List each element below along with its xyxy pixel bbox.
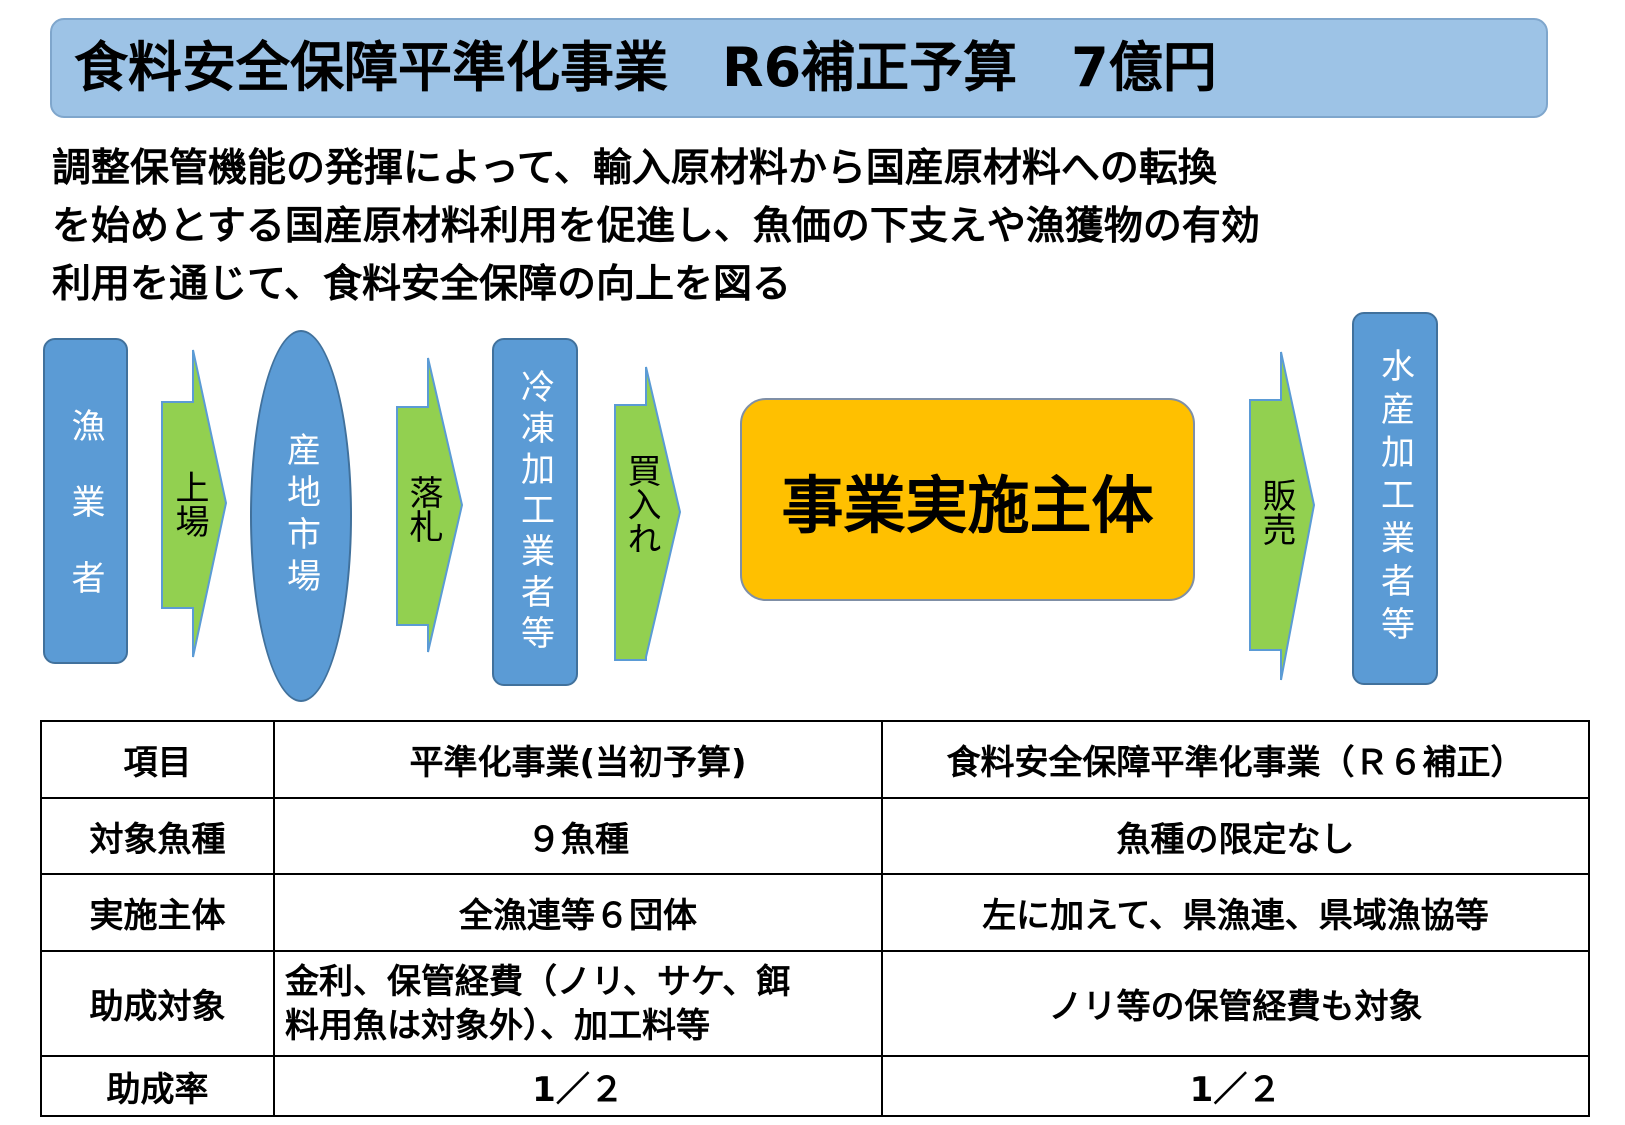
table-row: 対象魚種 ９魚種 魚種の限定なし xyxy=(40,797,1590,875)
arrow-sales-shape xyxy=(1249,351,1316,681)
node-local-market-label: 産地市場 xyxy=(280,432,321,600)
header-item: 項目 xyxy=(40,720,275,799)
row-subsidy-target-initial-line-1: 金利、保管経費（ノリ、サケ、餌 xyxy=(285,961,791,1002)
table-row: 助成対象 金利、保管経費（ノリ、サケ、餌 料用魚は対象外）、加工料等 ノリ等の保… xyxy=(40,950,1590,1057)
lead-line-1: 調整保管機能の発揮によって、輸入原材料から国産原材料への転換 xyxy=(52,146,1217,191)
node-frozen-processors: 冷凍加工業者等 xyxy=(492,338,578,686)
lead-paragraph: 調整保管機能の発揮によって、輸入原材料から国産原材料への転換 を始めとする国産原… xyxy=(52,140,1572,314)
table-row: 実施主体 全漁連等６団体 左に加えて、県漁連、県域漁協等 xyxy=(40,873,1590,952)
title-banner: 食料安全保障平準化事業 R6補正予算 7億円 xyxy=(50,18,1548,118)
row-subsidy-target-initial: 金利、保管経費（ノリ、サケ、餌 料用魚は対象外）、加工料等 xyxy=(273,950,883,1057)
row-implementer-supplementary: 左に加えて、県漁連、県域漁協等 xyxy=(881,873,1590,952)
header-initial-budget: 平準化事業(当初予算) xyxy=(273,720,883,799)
arrow-label-auction: 落札 xyxy=(403,475,443,543)
node-seafood-processors: 水産加工業者等 xyxy=(1352,312,1438,685)
header-supplementary: 食料安全保障平準化事業（Ｒ６補正） xyxy=(881,720,1590,799)
row-subsidy-rate-label: 助成率 xyxy=(40,1055,275,1117)
arrow-label-landing: 上場 xyxy=(169,470,209,538)
arrow-auction-shape xyxy=(396,357,464,653)
row-target-species-supplementary: 魚種の限定なし xyxy=(881,797,1590,875)
comparison-table: 項目 平準化事業(当初予算) 食料安全保障平準化事業（Ｒ６補正） 対象魚種 ９魚… xyxy=(40,720,1590,1117)
flow-arrows xyxy=(161,349,1316,681)
arrow-purchase-shape xyxy=(614,366,682,661)
table-row: 助成率 1／２ 1／２ xyxy=(40,1055,1590,1117)
row-target-species-initial: ９魚種 xyxy=(273,797,883,875)
node-implementer: 事業実施主体 xyxy=(740,398,1195,601)
lead-line-2: を始めとする国産原材料利用を促進し、魚価の下支えや漁獲物の有効 xyxy=(52,204,1260,249)
node-implementer-label: 事業実施主体 xyxy=(781,468,1154,542)
lead-line-3: 利用を通じて、食料安全保障の向上を図る xyxy=(52,262,792,307)
node-fishers: 漁業者 xyxy=(43,338,128,664)
row-implementer-initial: 全漁連等６団体 xyxy=(273,873,883,952)
page-title: 食料安全保障平準化事業 R6補正予算 7億円 xyxy=(74,36,1217,99)
arrow-landing-shape xyxy=(161,349,228,658)
node-seafood-processors-label: 水産加工業者等 xyxy=(1374,348,1415,649)
node-frozen-processors-label: 冷凍加工業者等 xyxy=(514,368,555,656)
row-subsidy-rate-supplementary: 1／２ xyxy=(881,1055,1590,1117)
node-local-market: 産地市場 xyxy=(250,330,352,702)
arrow-label-sales: 販売 xyxy=(1256,478,1296,546)
row-target-species-label: 対象魚種 xyxy=(40,797,275,875)
table-header-row: 項目 平準化事業(当初予算) 食料安全保障平準化事業（Ｒ６補正） xyxy=(40,720,1590,799)
arrow-label-purchase: 買入れ xyxy=(621,453,661,555)
row-implementer-label: 実施主体 xyxy=(40,873,275,952)
node-fishers-label: 漁業者 xyxy=(65,408,105,636)
row-subsidy-rate-initial: 1／２ xyxy=(273,1055,883,1117)
row-subsidy-target-label: 助成対象 xyxy=(40,950,275,1057)
row-subsidy-target-initial-line-2: 料用魚は対象外）、加工料等 xyxy=(285,1005,710,1046)
row-subsidy-target-supplementary: ノリ等の保管経費も対象 xyxy=(881,950,1590,1057)
